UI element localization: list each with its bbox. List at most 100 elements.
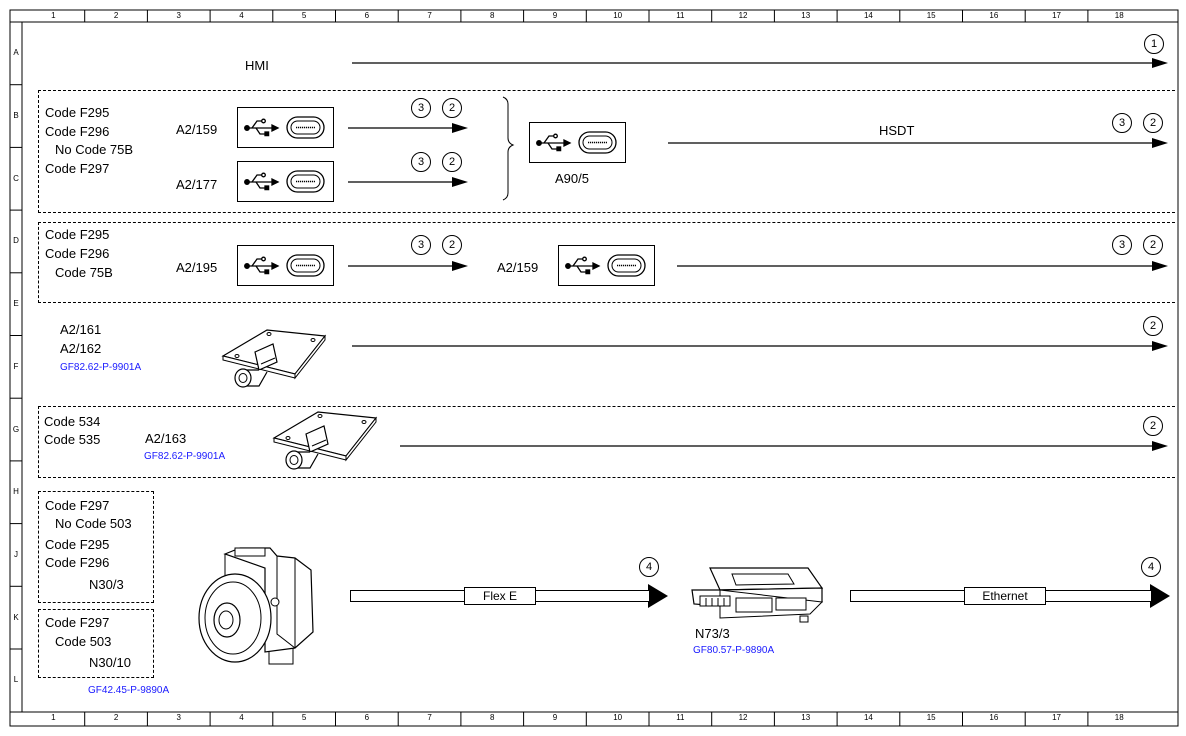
grid-col-bottom-17: 17: [1052, 713, 1061, 722]
grid-col-top-18: 18: [1114, 11, 1124, 20]
group3-frame: [38, 406, 1175, 478]
usb-c-port-icon: [286, 254, 325, 277]
grid-row-A: A: [13, 48, 19, 58]
marker-g1p2-a: 3: [411, 152, 431, 172]
usb-port-a2-177: [237, 161, 334, 202]
grid-row-F: F: [13, 361, 19, 371]
g4b-code-1: Code 503: [55, 634, 112, 649]
marker-g2p1-a: 3: [411, 235, 431, 255]
group4-boxa-frame: [38, 491, 154, 603]
grid-col-bottom-5: 5: [301, 713, 307, 722]
marker-g2p1-b: 2: [442, 235, 462, 255]
antenna-a2-163-label: A2/163: [145, 431, 187, 446]
antenna-name-0: A2/161: [60, 322, 102, 337]
group1-code-3: Code F297: [45, 161, 110, 176]
port-a2-177-label: A2/177: [176, 177, 218, 192]
marker-g2p2-b: 2: [1143, 235, 1163, 255]
usb-port-a2-195: [237, 245, 334, 286]
grid-col-top-13: 13: [801, 11, 811, 20]
g4b-name: N30/10: [89, 655, 131, 670]
marker-g1p1-a: 3: [411, 98, 431, 118]
grid-col-top-11: 11: [676, 11, 685, 20]
g4a-name: N30/3: [89, 577, 124, 592]
module-n73-3-ref-link[interactable]: GF80.57-P-9890A: [693, 645, 775, 656]
antenna-module-icon: [221, 329, 327, 388]
usb-icon: [536, 133, 572, 152]
group1-frame: [38, 90, 1175, 213]
grid-col-bottom-18: 18: [1114, 713, 1124, 722]
grid-col-top-15: 15: [926, 11, 936, 20]
grid-col-top-14: 14: [863, 11, 873, 20]
grid-col-top-9: 9: [552, 11, 558, 20]
grid-col-top-3: 3: [176, 11, 181, 20]
antenna-ref-link[interactable]: GF82.62-P-9901A: [60, 362, 142, 373]
usb-c-port-icon: [286, 170, 325, 193]
grid-col-bottom-15: 15: [926, 713, 936, 722]
usb-c-port-icon: [286, 116, 325, 139]
grid-col-top-17: 17: [1052, 11, 1061, 20]
grid-col-bottom-1: 1: [51, 713, 56, 722]
marker-g2p2-a: 3: [1112, 235, 1132, 255]
grid-col-bottom-2: 2: [113, 713, 119, 722]
grid-col-bottom-6: 6: [364, 713, 370, 722]
usb-port-a2-159: [237, 107, 334, 148]
grid-row-G: G: [12, 424, 20, 434]
marker-g1p2-b: 2: [442, 152, 462, 172]
grid-col-bottom-9: 9: [552, 713, 558, 722]
grid-row-L: L: [13, 675, 19, 685]
port-a2-195-label: A2/195: [176, 260, 218, 275]
grid-col-bottom-14: 14: [863, 713, 873, 722]
grid-col-top-5: 5: [301, 11, 307, 20]
usb-c-port-icon: [607, 254, 646, 277]
usb-icon: [244, 256, 280, 275]
antenna-a2-163-ref-link[interactable]: GF82.62-P-9901A: [144, 451, 226, 462]
marker-hsdt-b: 2: [1143, 113, 1163, 133]
grid-col-top-10: 10: [613, 11, 623, 20]
port-a2-159b-label: A2/159: [497, 260, 539, 275]
g4a-code-1: No Code 503: [55, 516, 132, 531]
marker-group3: 2: [1143, 416, 1163, 436]
flex-e-label: Flex E: [464, 587, 536, 605]
grid-row-D: D: [13, 236, 19, 246]
grid-col-top-7: 7: [427, 11, 432, 20]
grid-col-bottom-12: 12: [738, 713, 748, 722]
group1-code-2: No Code 75B: [55, 142, 134, 157]
g4a-code-2: Code F295: [45, 537, 110, 552]
marker-hsdt-a: 3: [1112, 113, 1132, 133]
grid-col-top-8: 8: [490, 11, 495, 20]
grid-col-top-6: 6: [364, 11, 370, 20]
grid-col-bottom-4: 4: [239, 713, 244, 722]
group2-code-2: Code 75B: [55, 265, 113, 280]
grid-col-top-1: 1: [51, 11, 56, 20]
marker-ethernet: 4: [1141, 557, 1161, 577]
g4a-code-0: Code F297: [45, 498, 110, 513]
usb-icon: [244, 118, 280, 137]
group2-code-0: Code F295: [45, 227, 110, 242]
grid-col-bottom-8: 8: [490, 713, 495, 722]
module-n73-3-label: N73/3: [695, 626, 730, 641]
grid-row-K: K: [13, 612, 19, 622]
grid-col-top-16: 16: [989, 11, 999, 20]
marker-g1p1-b: 2: [442, 98, 462, 118]
port-a2-159-label: A2/159: [176, 122, 218, 137]
abs-ref-link[interactable]: GF42.45-P-9890A: [88, 685, 170, 696]
usb-c-port-icon: [578, 131, 617, 154]
group1-code-1: Code F296: [45, 124, 110, 139]
abs-unit-icon: [198, 547, 314, 665]
grid-col-top-4: 4: [239, 11, 244, 20]
marker-antenna: 2: [1143, 316, 1163, 336]
grid-row-E: E: [13, 299, 19, 309]
group1-code-0: Code F295: [45, 105, 110, 120]
marker-hmi: 1: [1144, 34, 1164, 54]
group4-boxb-frame: [38, 609, 154, 678]
grid-col-bottom-11: 11: [676, 713, 685, 722]
control-module-icon: [691, 567, 824, 623]
group3-code-1: Code 535: [44, 432, 101, 447]
antenna-module-icon: [272, 411, 378, 470]
ethernet-label: Ethernet: [964, 587, 1046, 605]
group3-code-0: Code 534: [44, 414, 101, 429]
grid-col-top-2: 2: [113, 11, 119, 20]
usb-port-a2-159b: [558, 245, 655, 286]
